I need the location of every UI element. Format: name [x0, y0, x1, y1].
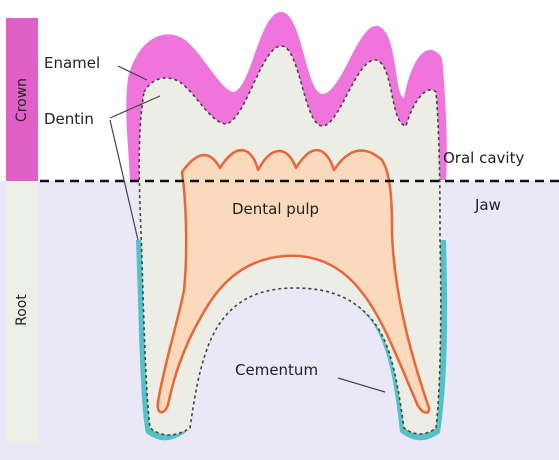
jaw-label: Jaw	[474, 196, 501, 214]
cementum-label: Cementum	[235, 361, 318, 379]
oral-cavity-label: Oral cavity	[443, 149, 524, 167]
crown-label: Crown	[14, 78, 30, 122]
root-label: Root	[14, 294, 30, 326]
enamel-label: Enamel	[44, 54, 100, 72]
dental-pulp-label: Dental pulp	[232, 200, 319, 218]
dentin-label: Dentin	[44, 110, 94, 128]
